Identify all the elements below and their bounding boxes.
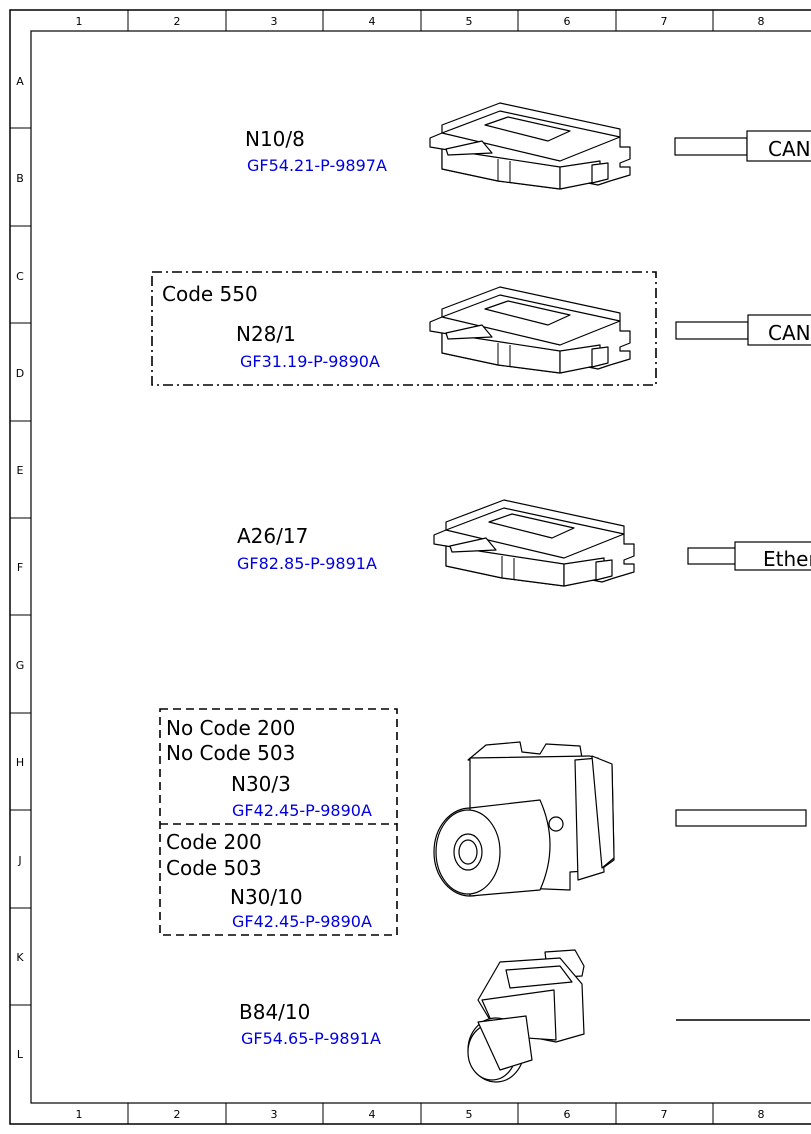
option-code-label: Code 200 xyxy=(166,830,262,854)
col-label-bottom: 1 xyxy=(76,1108,83,1121)
col-label-top: 6 xyxy=(564,15,571,28)
control-unit-icon xyxy=(433,499,635,587)
doc-link[interactable]: GF31.19-P-9890A xyxy=(240,352,380,371)
col-label-bottom: 7 xyxy=(661,1108,668,1121)
doc-link[interactable]: GF42.45-P-9890A xyxy=(232,912,372,931)
control-unit-icon xyxy=(429,102,631,190)
col-label-top: 3 xyxy=(271,15,278,28)
control-unit-icon xyxy=(429,286,631,374)
connector-label: Ethernet xyxy=(763,547,811,571)
component-ref: N28/1 xyxy=(236,322,296,346)
col-label-bottom: 6 xyxy=(564,1108,571,1121)
connector-label: CAN xyxy=(768,321,811,345)
col-label-bottom: 5 xyxy=(466,1108,473,1121)
option-code-label: No Code 200 xyxy=(166,716,295,740)
doc-link[interactable]: GF54.21-P-9897A xyxy=(247,156,387,175)
component-b84-10: B84/10 GF54.65-P-9891A xyxy=(239,949,810,1083)
col-label-top: 8 xyxy=(758,15,765,28)
row-label: J xyxy=(17,854,21,867)
camera-icon xyxy=(467,949,585,1083)
doc-link[interactable]: GF42.45-P-9890A xyxy=(232,801,372,820)
col-label-top: 4 xyxy=(369,15,376,28)
row-label: L xyxy=(17,1048,24,1061)
option-code-frame xyxy=(151,271,657,386)
row-label: C xyxy=(16,270,24,283)
connector-box xyxy=(746,130,811,162)
row-ruler: A B C D E F G H J K L xyxy=(10,75,31,1061)
row-label: B xyxy=(16,172,24,185)
component-n28-1: Code 550 N28/1 GF31.19-P-9890A CAN xyxy=(151,271,811,386)
row-label: D xyxy=(16,367,24,380)
connector-box xyxy=(734,541,811,571)
component-n30: No Code 200 No Code 503 N30/3 GF42.45-P-… xyxy=(159,708,807,936)
col-label-bottom: 4 xyxy=(369,1108,376,1121)
column-ruler: 1 2 3 4 5 6 7 8 1 2 3 4 5 6 7 8 xyxy=(76,10,765,1124)
row-label: F xyxy=(17,561,23,574)
row-label: K xyxy=(16,951,24,964)
option-code-frame xyxy=(159,708,398,936)
connector-label: CAN xyxy=(768,137,811,161)
inner-frame xyxy=(30,30,811,1104)
col-label-bottom: 2 xyxy=(174,1108,181,1121)
connector-stub xyxy=(674,137,748,156)
connector-stub xyxy=(687,547,739,565)
row-label: H xyxy=(16,756,24,769)
connector-box xyxy=(747,314,811,346)
outer-frame xyxy=(9,9,811,1125)
option-code-label: No Code 503 xyxy=(166,741,295,765)
row-label: A xyxy=(16,75,24,88)
doc-link[interactable]: GF82.85-P-9891A xyxy=(237,554,377,573)
component-a26-17: A26/17 GF82.85-P-9891A Ethernet xyxy=(237,499,811,587)
row-label: G xyxy=(16,659,25,672)
component-ref: N30/3 xyxy=(231,772,291,796)
col-label-top: 1 xyxy=(76,15,83,28)
col-label-top: 5 xyxy=(466,15,473,28)
connector-stub xyxy=(675,321,749,340)
component-ref: N10/8 xyxy=(245,127,305,151)
row-label: E xyxy=(17,464,24,477)
connector-stub xyxy=(675,809,807,827)
col-label-top: 2 xyxy=(174,15,181,28)
doc-link[interactable]: GF54.65-P-9891A xyxy=(241,1029,381,1048)
option-code-label: Code 550 xyxy=(162,282,258,306)
component-ref: N30/10 xyxy=(230,885,303,909)
esp-hydraulic-unit-icon xyxy=(433,741,615,897)
component-ref: A26/17 xyxy=(237,524,308,548)
col-label-bottom: 3 xyxy=(271,1108,278,1121)
col-label-bottom: 8 xyxy=(758,1108,765,1121)
option-code-label: Code 503 xyxy=(166,856,262,880)
component-n10-8: N10/8 GF54.21-P-9897A CAN xyxy=(245,102,811,190)
component-ref: B84/10 xyxy=(239,1000,310,1024)
col-label-top: 7 xyxy=(661,15,668,28)
